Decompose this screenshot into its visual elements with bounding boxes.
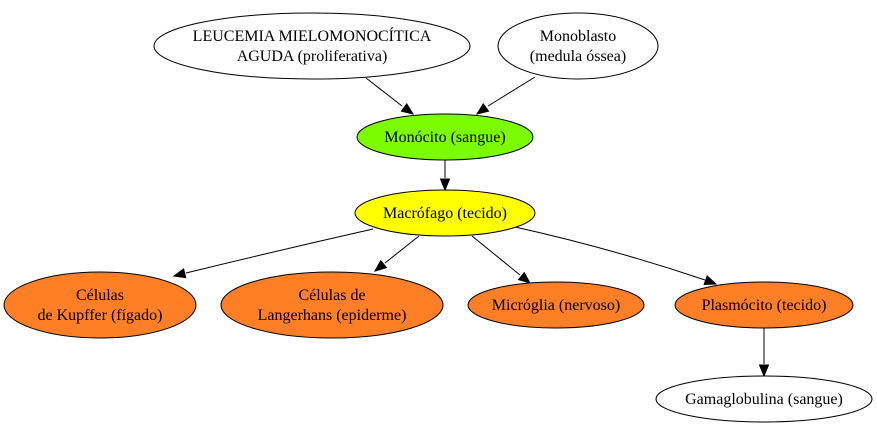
node-label: AGUDA (proliferativa) bbox=[237, 48, 388, 65]
node-label: (medula óssea) bbox=[530, 48, 626, 65]
node-ellipse bbox=[467, 281, 645, 329]
edge-leucemia-monocito bbox=[365, 77, 415, 115]
node-label: Plasmócito (tecido) bbox=[702, 297, 827, 314]
node-label: Células bbox=[76, 287, 124, 304]
node-label: Langerhans (epiderme) bbox=[258, 307, 407, 324]
node-label: LEUCEMIA MIELOMONOCÍTICA bbox=[193, 26, 432, 45]
edge-line bbox=[365, 77, 403, 107]
node-ellipse bbox=[674, 281, 854, 329]
arrowhead bbox=[758, 364, 770, 378]
edge-monoblasto-monocito bbox=[475, 76, 536, 115]
node-monocito: Monócito (sangue) bbox=[356, 113, 534, 161]
node-label: Monócito (sangue) bbox=[384, 129, 505, 146]
node-label: Células de bbox=[298, 287, 365, 304]
node-ellipse bbox=[3, 271, 197, 339]
edge-plasmocito-gamaglobulina bbox=[758, 328, 770, 378]
arrowhead bbox=[400, 102, 415, 115]
node-ellipse bbox=[655, 375, 873, 423]
edge-line bbox=[185, 228, 374, 274]
edges-layer bbox=[172, 76, 770, 378]
node-label: Gamaglobulina (sangue) bbox=[685, 391, 843, 408]
arrowhead bbox=[439, 178, 451, 192]
nodes-layer: LEUCEMIA MIELOMONOCÍTICA AGUDA (prolifera… bbox=[3, 12, 873, 423]
node-langerhans: Células de Langerhans (epiderme) bbox=[220, 271, 444, 339]
node-ellipse bbox=[354, 189, 536, 237]
edge-line bbox=[487, 76, 536, 107]
edge-macrofago-plasmocito bbox=[514, 226, 718, 286]
arrowhead bbox=[703, 275, 718, 286]
node-macrofago: Macrófago (tecido) bbox=[354, 189, 536, 237]
edge-macrofago-microglia bbox=[471, 235, 532, 284]
node-ellipse bbox=[497, 12, 659, 80]
edge-monocito-macrofago bbox=[439, 160, 451, 192]
node-label: Macrófago (tecido) bbox=[383, 205, 507, 222]
arrowhead bbox=[517, 271, 532, 284]
edge-macrofago-kupffer bbox=[172, 228, 374, 279]
arrowhead bbox=[475, 102, 490, 115]
node-leucemia: LEUCEMIA MIELOMONOCÍTICA AGUDA (prolifera… bbox=[153, 12, 471, 80]
node-label: Monoblasto bbox=[540, 28, 616, 45]
edge-line bbox=[384, 235, 420, 264]
node-monoblasto: Monoblasto (medula óssea) bbox=[497, 12, 659, 80]
edge-line bbox=[514, 226, 706, 281]
edge-macrofago-langerhans bbox=[373, 235, 420, 272]
node-gamaglobulina: Gamaglobulina (sangue) bbox=[655, 375, 873, 423]
arrowhead bbox=[373, 259, 388, 272]
node-label: de Kupffer (fígado) bbox=[38, 307, 163, 324]
node-label: Micróglia (nervoso) bbox=[492, 297, 620, 314]
arrowhead bbox=[172, 268, 187, 279]
edge-line bbox=[471, 235, 521, 276]
node-ellipse bbox=[153, 12, 471, 80]
node-microglia: Micróglia (nervoso) bbox=[467, 281, 645, 329]
node-plasmocito: Plasmócito (tecido) bbox=[674, 281, 854, 329]
node-kupffer: Células de Kupffer (fígado) bbox=[3, 271, 197, 339]
node-ellipse bbox=[356, 113, 534, 161]
node-ellipse bbox=[220, 271, 444, 339]
